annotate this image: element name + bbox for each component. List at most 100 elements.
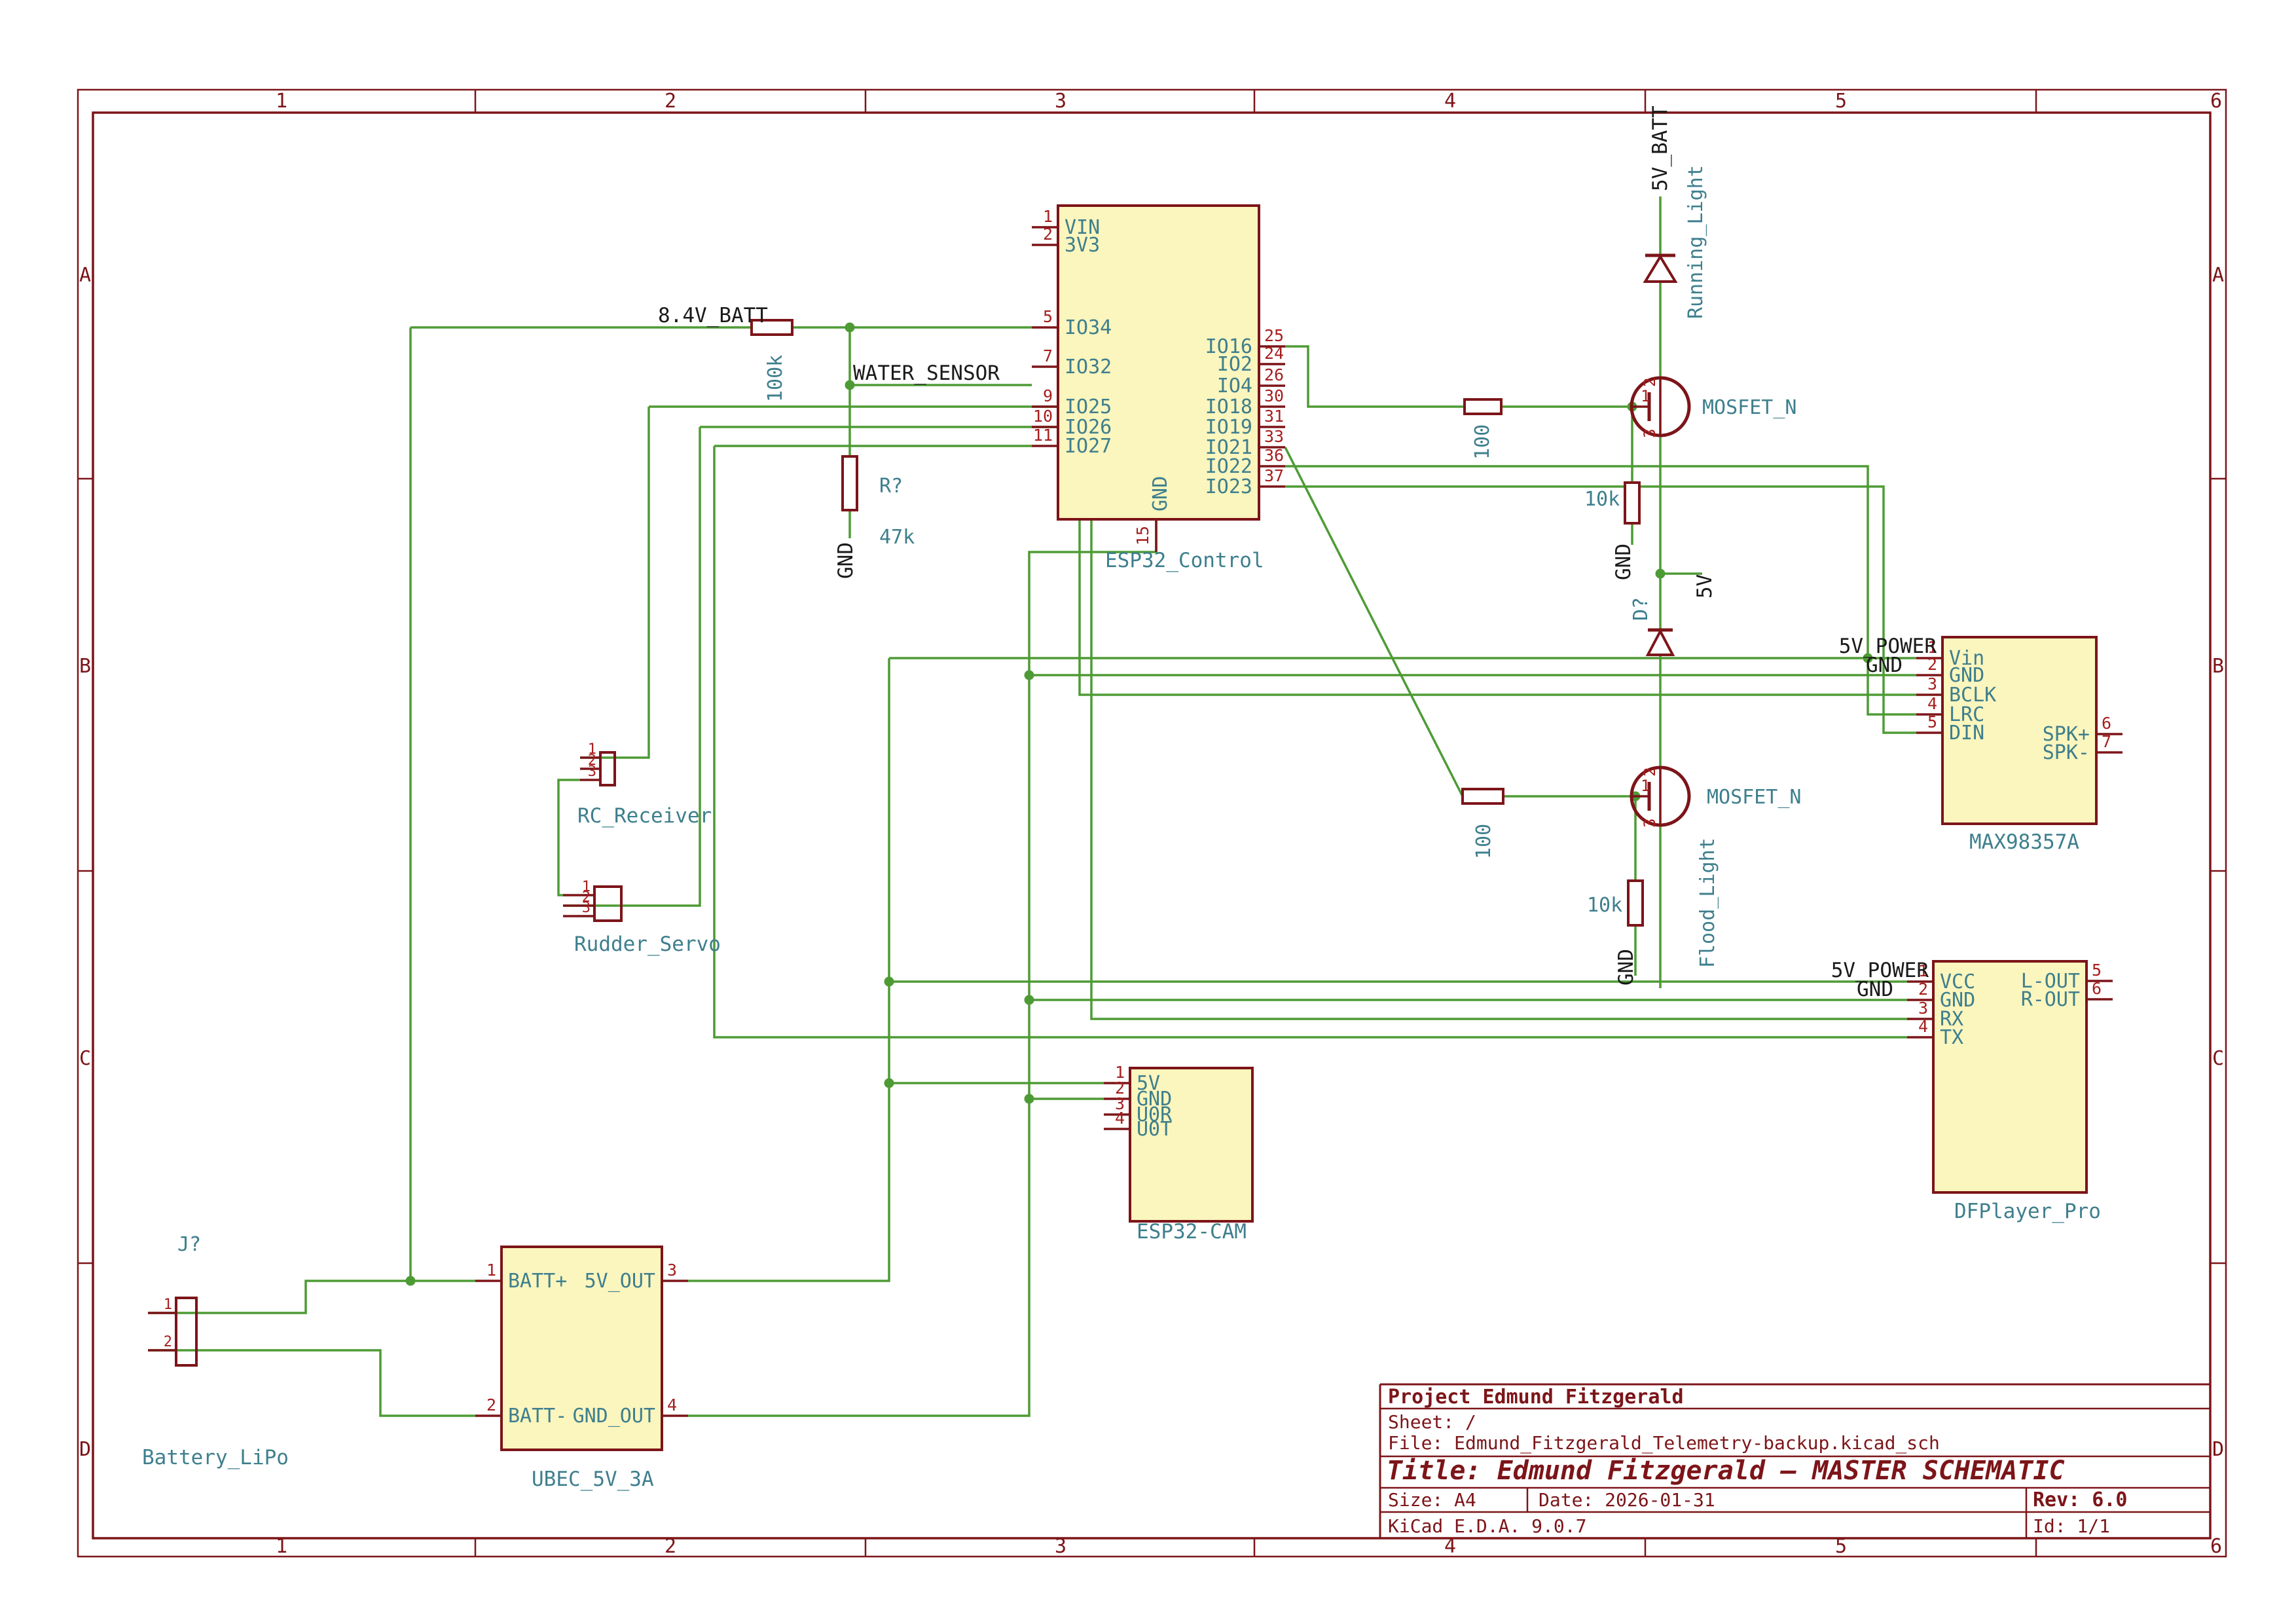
5v-label[interactable]: 5V: [1693, 574, 1717, 599]
pin-name: R-OUT: [2021, 988, 2080, 1011]
dfplayer-pro-body[interactable]: [1932, 960, 2088, 1194]
border-column-label: 6: [2210, 1535, 2222, 1558]
pin-name: LRC: [1949, 703, 1984, 726]
border-inner: [92, 111, 2212, 1540]
wire[interactable]: [148, 1349, 475, 1417]
pin-number: 3: [1115, 1094, 1125, 1113]
wire[interactable]: [1285, 485, 1916, 734]
flood-light-label[interactable]: Flood_Light: [1696, 838, 1719, 968]
mosfet-n-label[interactable]: MOSFET_N: [1702, 396, 1797, 419]
pin-name: IO19: [1205, 416, 1252, 439]
pin-name: SPK+: [2043, 723, 2090, 746]
pin-number: 30: [1264, 386, 1284, 405]
pin-name: 5V_OUT: [585, 1270, 655, 1293]
10k-label[interactable]: 10k: [1584, 488, 1620, 511]
pin-number: 2: [486, 1395, 496, 1414]
wire[interactable]: [557, 779, 580, 896]
gnd-label[interactable]: GND: [1857, 978, 1893, 1001]
R-10k-a[interactable]: [1624, 481, 1641, 525]
pin-name: IO32: [1065, 356, 1112, 378]
5v-power-label[interactable]: 5V_POWER: [1839, 635, 1937, 658]
pin-number: 3: [667, 1261, 677, 1280]
ubec-5v-3a-body[interactable]: [500, 1246, 663, 1451]
5v-power-label[interactable]: 5V_POWER: [1831, 959, 1929, 982]
border-column-label: 4: [1444, 90, 1456, 113]
battery-lipo-body[interactable]: [175, 1297, 198, 1367]
wire[interactable]: [1285, 345, 1465, 408]
rudder-servo-body[interactable]: [593, 885, 623, 922]
pin-number: 9: [1043, 386, 1053, 405]
47k-label[interactable]: 47k: [879, 526, 915, 549]
pin-name: GND: [1149, 476, 1172, 511]
pin-name: IO25: [1065, 396, 1112, 418]
8-4v-batt-label[interactable]: 8.4V_BATT: [658, 304, 768, 327]
pin-name: GND: [1949, 664, 1984, 687]
R-100-a[interactable]: [1463, 398, 1503, 415]
pin-number: 25: [1264, 326, 1284, 345]
100-label[interactable]: 100: [1472, 824, 1495, 859]
pin-number: 37: [1264, 466, 1284, 485]
pin-name: TX: [1940, 1026, 1963, 1049]
esp32-control-body[interactable]: [1057, 204, 1260, 521]
wire[interactable]: [688, 658, 890, 1282]
mosfet-n-label[interactable]: MOSFET_N: [1707, 786, 1802, 809]
R-47k[interactable]: [841, 455, 858, 511]
pin-name: RX: [1940, 1008, 1963, 1031]
pin-name: SPK-: [2043, 741, 2090, 764]
pin-number: 3: [1641, 429, 1659, 438]
wire[interactable]: [148, 1280, 475, 1314]
pin-number: 4: [1115, 1109, 1125, 1128]
pin-number: 31: [1264, 407, 1284, 426]
titleblock-rev: Rev: 6.0: [2033, 1488, 2128, 1511]
component-ref: J?: [177, 1233, 201, 1256]
pin-name: IO16: [1205, 335, 1252, 358]
junction-dot: [1024, 670, 1034, 680]
pin-name: IO2: [1217, 353, 1252, 376]
100-label[interactable]: 100: [1471, 424, 1494, 460]
pin-name: BATT+: [508, 1270, 567, 1293]
100k-label[interactable]: 100k: [764, 355, 787, 402]
border-row-label: B: [79, 655, 91, 678]
border-column-label: 6: [2210, 90, 2222, 113]
esp32-cam-body[interactable]: [1129, 1067, 1254, 1223]
R-10k-b[interactable]: [1627, 879, 1644, 927]
water-sensor-label[interactable]: WATER_SENSOR: [853, 361, 1000, 385]
pin-name: BATT-: [508, 1405, 567, 1428]
pin-number: 2: [1641, 378, 1659, 387]
max98357a-body[interactable]: [1941, 636, 2098, 825]
d--label[interactable]: D?: [1630, 597, 1652, 621]
pin-name: Vin: [1949, 647, 1984, 670]
border-row-label: B: [2212, 655, 2224, 678]
R-100-b[interactable]: [1461, 788, 1504, 805]
wire[interactable]: [580, 407, 650, 759]
wire[interactable]: [1284, 447, 1464, 797]
pin-number: 1: [1918, 961, 1928, 980]
gnd-label[interactable]: GND: [1866, 654, 1903, 677]
wire[interactable]: [1285, 465, 1916, 716]
pin-name: GND_OUT: [573, 1405, 655, 1428]
pin-number: 3: [1927, 674, 1937, 693]
pin-number: 2: [582, 889, 591, 906]
junction-dot: [1655, 568, 1666, 579]
R-100k[interactable]: [750, 319, 793, 336]
Running_Light-led[interactable]: [1643, 254, 1678, 283]
gnd-label[interactable]: GND: [834, 542, 858, 579]
wire[interactable]: [713, 446, 1907, 1039]
pin-number: 4: [667, 1395, 677, 1414]
10k-label[interactable]: 10k: [1587, 894, 1622, 917]
gnd-label[interactable]: GND: [1612, 544, 1635, 580]
pin-number: 24: [1264, 344, 1284, 363]
5v-batt-label[interactable]: 5V_BATT: [1649, 105, 1672, 191]
D?-diode[interactable]: [1645, 628, 1675, 656]
pin-name: IO34: [1065, 316, 1112, 339]
wire[interactable]: [563, 427, 701, 907]
running-light-label[interactable]: Running_Light: [1685, 165, 1707, 319]
pin-number: 7: [2102, 732, 2111, 751]
border-column-label: 5: [1835, 90, 1847, 113]
gnd-label[interactable]: GND: [1614, 949, 1638, 986]
r--label[interactable]: R?: [879, 475, 903, 498]
component-name: RC_Receiver: [577, 804, 712, 828]
wire[interactable]: [1090, 427, 1907, 1020]
pin-number: 2: [1641, 767, 1659, 777]
